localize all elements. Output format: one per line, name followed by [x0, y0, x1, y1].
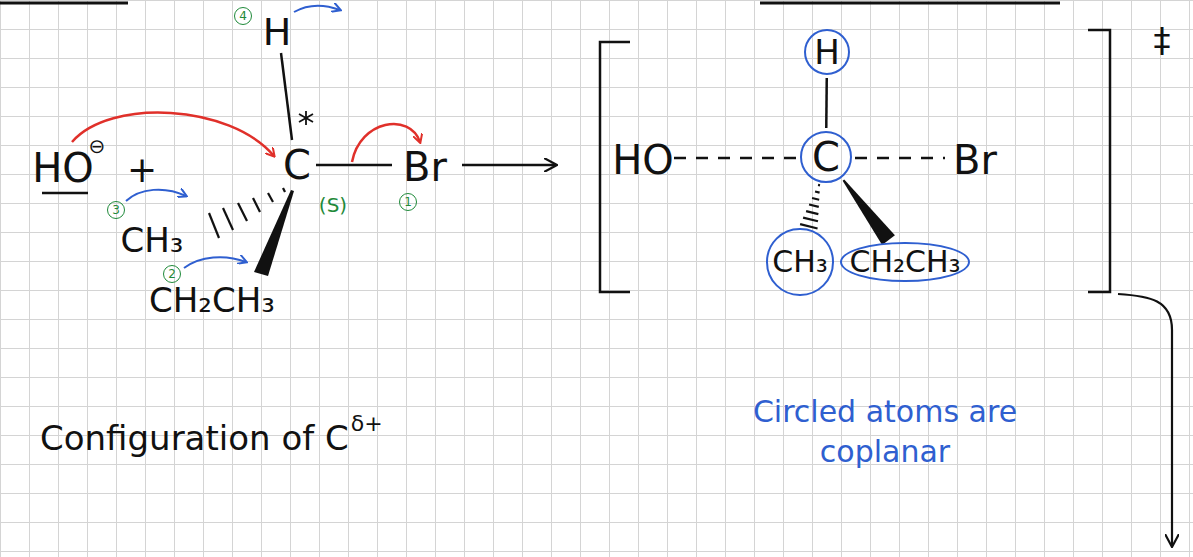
- circled-atom: C: [800, 131, 852, 183]
- rotation-arrow: [294, 6, 340, 12]
- single-bond: [316, 164, 392, 167]
- priority-number: 4: [234, 7, 252, 25]
- hash-mark: [268, 193, 273, 202]
- atom-symbol: H: [263, 13, 292, 51]
- hash-mark: [806, 211, 818, 214]
- hash-mark: [253, 198, 260, 212]
- atom-symbol: Br: [403, 147, 447, 187]
- star-stroke: [299, 114, 313, 122]
- atom-text: CH₂CH₃: [849, 247, 960, 277]
- note-text: Circled atoms are coplanar: [720, 392, 1050, 473]
- star-stroke: [299, 114, 313, 122]
- hash-mark: [818, 184, 820, 187]
- partial-bond: [674, 157, 798, 160]
- page-rule: [760, 2, 1060, 5]
- hash-mark: [283, 188, 285, 192]
- hash-mark: [809, 205, 819, 207]
- note-text: Configuration of C: [40, 421, 349, 455]
- circled-atom: H: [804, 29, 850, 75]
- wedge-bond: [254, 190, 294, 276]
- atom-text: C: [812, 137, 840, 177]
- configuration-label: (S): [319, 195, 347, 215]
- hash-mark: [209, 213, 219, 238]
- page-rule: [0, 2, 128, 5]
- priority-number: 1: [399, 193, 417, 211]
- reaction-arrow: [462, 164, 556, 167]
- circled-group: CH₂CH₃: [840, 242, 969, 282]
- hash-mark: [815, 191, 820, 192]
- bond-line: [825, 78, 828, 128]
- atom-symbol: Br: [953, 140, 997, 180]
- wedge-bond: [843, 180, 895, 245]
- reagent-formula: HO: [32, 148, 94, 188]
- group-formula: CH₂CH₃: [149, 283, 275, 317]
- rotation-arrow: [184, 257, 246, 268]
- circled-group: CH₃: [766, 228, 834, 296]
- hashed-bond: [800, 185, 820, 229]
- superscript-charge: δ+: [351, 413, 383, 435]
- atom-symbol: HO: [612, 140, 674, 180]
- rotation-arrow: [126, 190, 186, 201]
- atom-symbol: C: [283, 145, 311, 185]
- priority-number: 3: [107, 201, 125, 219]
- hash-mark: [238, 203, 247, 221]
- atom-text: H: [814, 35, 840, 69]
- hash-mark: [803, 218, 818, 222]
- wedge-shape: [843, 180, 895, 245]
- charge-sign: ⊖: [89, 136, 106, 156]
- stereocenter-star: [299, 111, 313, 125]
- hash-mark: [223, 208, 233, 230]
- underline: [42, 192, 88, 195]
- partial-bond: [855, 157, 945, 160]
- transition-state-mark: ‡: [1154, 23, 1171, 57]
- electron-arrow: [72, 113, 274, 156]
- plus-sign: +: [127, 152, 157, 188]
- single-bond: [281, 53, 292, 140]
- bracket: [1088, 30, 1110, 292]
- atom-text: CH₃: [772, 247, 828, 277]
- single-bond: [826, 78, 827, 128]
- continuation-arrow: [1118, 294, 1172, 546]
- group-formula: CH₃: [121, 223, 184, 257]
- priority-number: 2: [163, 265, 181, 283]
- hash-mark: [812, 198, 819, 200]
